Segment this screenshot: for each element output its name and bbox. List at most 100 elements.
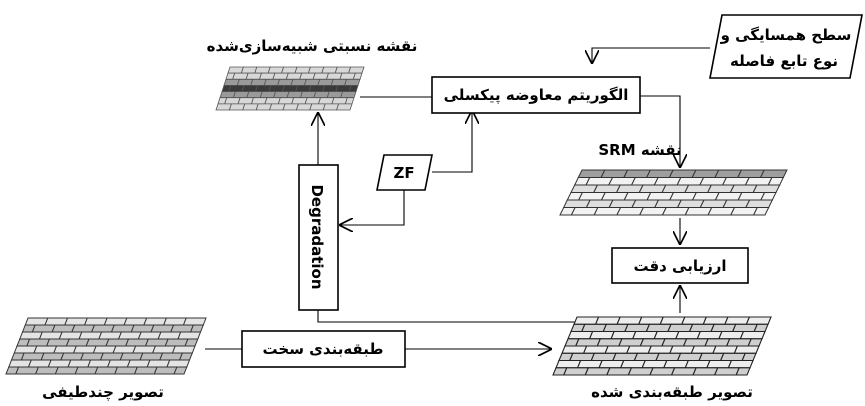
grid-cell	[721, 177, 751, 186]
grid-cell	[638, 207, 668, 216]
grid-cell	[254, 66, 271, 74]
neighborhood-label-line2: نوع تابع فاصله	[730, 52, 838, 70]
grid-cell	[561, 345, 588, 354]
grid-cell	[646, 192, 675, 201]
accuracy-box	[611, 247, 749, 284]
grid-cell	[242, 103, 259, 111]
grid-cell	[577, 169, 606, 178]
grid-cell	[254, 85, 272, 92]
grid-cell	[729, 207, 759, 216]
arrow-zf-to-swapping	[432, 110, 472, 173]
grid-cell	[24, 317, 49, 326]
grid-cell	[263, 78, 281, 86]
arrow-zf-to-degradation	[339, 190, 405, 225]
grid-cell	[54, 366, 79, 375]
grid-cell	[295, 103, 313, 111]
grid-cell	[737, 192, 766, 201]
grid-cell	[321, 66, 338, 74]
grid-cell	[250, 78, 267, 86]
grid-cell	[725, 338, 753, 347]
grid-cell	[619, 359, 647, 369]
grid-cell	[299, 91, 317, 99]
grid-cell	[309, 103, 326, 111]
grid-cell	[661, 184, 690, 193]
grid-cell	[624, 323, 651, 333]
grid-cell	[144, 338, 169, 347]
grid-cell	[259, 91, 277, 99]
grid-cell	[638, 184, 667, 193]
zf-box	[376, 154, 433, 191]
grid-cell	[325, 72, 343, 80]
grid-cell	[72, 345, 97, 354]
grid-cell	[250, 97, 268, 105]
grid-cell	[593, 184, 621, 193]
grid-cell	[312, 72, 330, 80]
grid-cell	[710, 323, 737, 333]
grid-cell	[623, 169, 652, 178]
grid-cell	[92, 345, 117, 354]
grid-cell	[308, 85, 326, 92]
grid-cell	[690, 345, 717, 354]
grid-cell	[178, 352, 194, 361]
grid-cell	[691, 169, 720, 178]
grid-cell	[177, 331, 202, 340]
grid-cell	[303, 78, 321, 86]
grid-cell	[570, 207, 599, 216]
grid-cell	[653, 330, 680, 340]
grid-cell	[290, 78, 307, 86]
grid-cell	[27, 359, 52, 368]
grid-cell	[339, 72, 356, 80]
grid-cell	[317, 97, 335, 105]
grid-cell	[729, 184, 758, 193]
grid-cell	[45, 338, 70, 347]
grid-cell	[83, 317, 108, 326]
arrow-swapping-to-srm	[640, 95, 680, 168]
grid-cell	[668, 192, 698, 201]
grid-cell	[667, 323, 694, 333]
grid-cell	[684, 207, 713, 216]
grid-cell	[157, 331, 182, 340]
zf-label: ZF	[393, 164, 414, 182]
grid-cell	[34, 366, 59, 375]
grid-cell	[612, 352, 639, 362]
grid-cell	[585, 199, 614, 208]
grid-cell	[698, 352, 725, 362]
grid-cell	[623, 192, 652, 201]
grid-cell	[739, 330, 766, 340]
grid-cell	[331, 97, 348, 105]
grid-cell	[696, 330, 723, 340]
grid-cell	[714, 169, 743, 178]
grid-cell	[637, 316, 665, 325]
grid-cell	[344, 78, 361, 86]
grid-cell	[340, 91, 357, 99]
grid-cell	[631, 199, 660, 208]
grid-cell	[295, 85, 312, 92]
pixel-swapping-label: الگوریتم معاوضه پیکسلی	[444, 86, 629, 105]
grid-cell	[110, 324, 135, 333]
neighborhood-box	[709, 14, 863, 79]
grid-cell	[294, 66, 311, 74]
grid-cell	[352, 72, 363, 80]
grid-cell	[273, 91, 290, 99]
grid-cell	[668, 345, 696, 354]
grid-cell	[555, 359, 582, 369]
grid-cell	[604, 345, 631, 354]
grid-cell	[570, 184, 599, 193]
grid-cell	[585, 177, 614, 186]
grid-cell	[74, 366, 99, 375]
classified-image-title: تصویر طبقه‌بندی شده	[591, 383, 753, 401]
grid-cell	[245, 72, 263, 80]
grid-cell	[670, 367, 697, 376]
grid-cell	[625, 345, 653, 354]
grid-cell	[241, 85, 259, 92]
grid-cell	[47, 359, 72, 368]
grid-cell	[51, 324, 76, 333]
grid-cell	[692, 367, 719, 376]
grid-cell	[706, 184, 735, 193]
grid-cell	[71, 324, 96, 333]
grid-cell	[594, 316, 621, 325]
grid-cell	[79, 352, 105, 361]
srm-map-grid	[559, 169, 788, 216]
grid-cell	[661, 207, 690, 216]
grid-cell	[258, 72, 276, 80]
